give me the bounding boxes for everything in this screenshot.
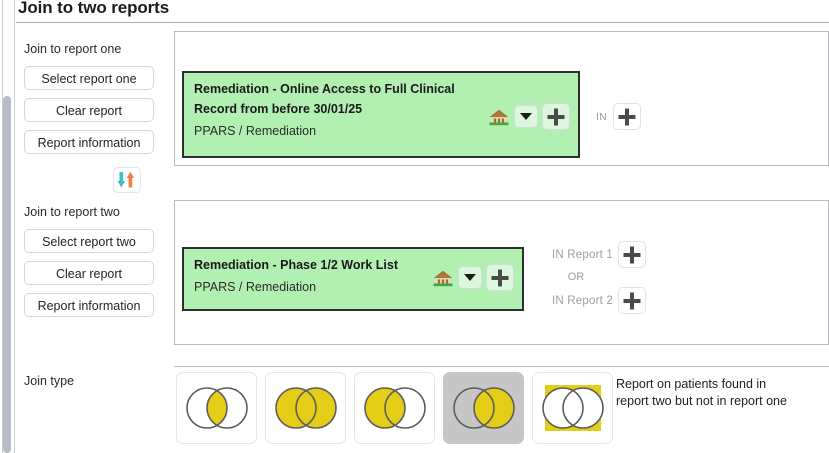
report-two-subtitle: PPARS / Remediation: [194, 280, 317, 294]
venn-union-icon: [271, 385, 341, 431]
report-one-add-button[interactable]: [542, 103, 570, 130]
plus-icon: [546, 107, 566, 127]
report-one-card[interactable]: Remediation - Online Access to Full Clin…: [182, 71, 580, 158]
in-report-two-row: IN Report 2: [534, 287, 646, 314]
join-to-report-one-label: Join to report one: [24, 42, 122, 56]
join-type-panel: [174, 366, 829, 453]
join-type-label: Join type: [24, 374, 75, 388]
chevron-down-icon: [464, 274, 476, 281]
report-two-card[interactable]: Remediation - Phase 1/2 Work List PPARS …: [182, 247, 524, 311]
report-two-tools: [432, 264, 514, 291]
in-report-one-row: IN Report 1: [534, 241, 646, 268]
report-one-tools: [488, 103, 570, 130]
swap-vertical-arrows-icon: [114, 171, 140, 189]
plus-icon: [617, 107, 637, 127]
in-report-one-add-button[interactable]: [618, 241, 646, 268]
report-one-information-button[interactable]: Report information: [24, 130, 154, 154]
report-two-information-button[interactable]: Report information: [24, 293, 154, 317]
report-two-dropdown-button[interactable]: [458, 266, 482, 289]
select-report-one-button[interactable]: Select report one: [24, 66, 154, 90]
hut-icon: [432, 268, 454, 288]
report-one-title-line-1: Remediation - Online Access to Full Clin…: [194, 82, 455, 96]
venn-outside-icon: [538, 383, 608, 433]
join-type-option-anti-join-outside[interactable]: [532, 372, 613, 444]
report-one-connector: IN: [596, 103, 641, 130]
join-type-description-line-2: report two but not in report one: [616, 394, 787, 408]
hut-icon: [488, 107, 510, 127]
in-report-one-label: IN Report 1: [551, 248, 613, 261]
or-operator-label: OR: [567, 271, 585, 283]
plus-icon: [490, 268, 510, 288]
content-frame: [16, 22, 829, 453]
join-type-description-line-1: Report on patients found in: [616, 377, 767, 391]
vertical-scrollbar[interactable]: [0, 0, 15, 453]
join-type-option-full-outer-join[interactable]: [265, 372, 346, 444]
plus-icon: [622, 291, 642, 311]
report-two-connector: IN Report 1 OR IN Report 2: [534, 241, 646, 314]
plus-icon: [622, 245, 642, 265]
join-type-option-inner-join[interactable]: [176, 372, 257, 444]
chevron-down-icon: [520, 113, 532, 120]
report-one-title-line-2: Record from before 30/01/25: [194, 102, 363, 116]
report-one-subtitle: PPARS / Remediation: [194, 124, 317, 138]
venn-left-circle-icon: [360, 385, 430, 431]
join-type-option-right-join[interactable]: [443, 372, 524, 444]
join-to-report-two-label: Join to report two: [24, 205, 120, 219]
report-two-title-line-1: Remediation - Phase 1/2 Work List: [194, 258, 398, 272]
join-type-options: [176, 372, 613, 444]
venn-intersection-icon: [182, 385, 252, 431]
scrollbar-thumb[interactable]: [3, 96, 11, 453]
report-one-connector-add-button[interactable]: [612, 103, 641, 130]
report-two-add-button[interactable]: [486, 264, 514, 291]
select-report-two-button[interactable]: Select report two: [24, 229, 154, 253]
page-title: Join to two reports: [18, 0, 170, 17]
report-one-connector-label: IN: [596, 110, 607, 123]
venn-right-circle-icon: [449, 385, 519, 431]
join-type-description: Report on patients found in report two b…: [616, 376, 826, 410]
in-report-two-label: IN Report 2: [551, 294, 613, 307]
clear-report-two-button[interactable]: Clear report: [24, 261, 154, 285]
clear-report-one-button[interactable]: Clear report: [24, 98, 154, 122]
report-one-dropdown-button[interactable]: [514, 105, 538, 128]
in-report-two-add-button[interactable]: [618, 287, 646, 314]
join-type-option-left-join[interactable]: [354, 372, 435, 444]
swap-reports-button[interactable]: [113, 167, 141, 193]
